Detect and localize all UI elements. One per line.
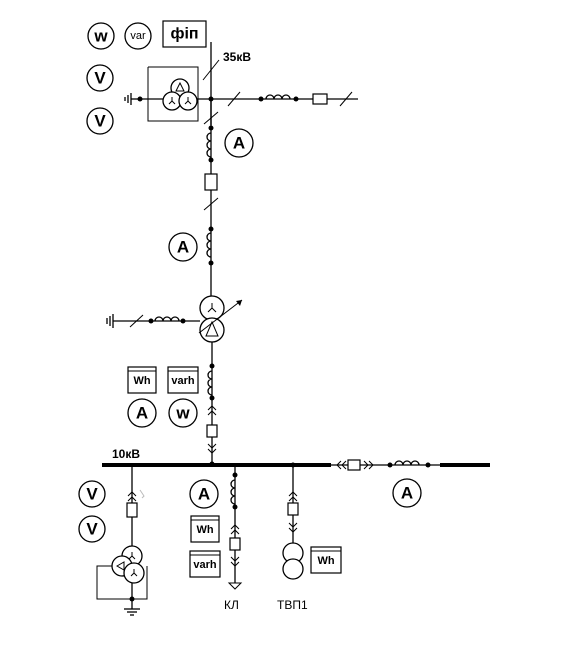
reactive-energy-label: varh: [171, 375, 195, 387]
voltmeter-10kv-2: V: [78, 515, 106, 543]
energy-meters-transformer: Wh varh A w: [127, 366, 199, 428]
phase-meter-35kv: фіп: [162, 20, 207, 48]
wattmeter-label: w: [175, 404, 190, 423]
ammeter-label: A: [177, 238, 189, 257]
wattmeter-transformer: w: [168, 398, 198, 428]
voltage-transformer-35kv: [124, 66, 211, 122]
ammeter-label: A: [198, 485, 210, 504]
feeder-35kv-main: [203, 99, 219, 325]
feeder-cable-line: КЛ: [224, 465, 243, 612]
ammeter-cable-line: A: [189, 479, 219, 509]
power-transformer: [106, 295, 243, 343]
aux-transformer-label: ТВП1: [277, 598, 308, 612]
bus-10kv: 10кВ: [102, 447, 490, 467]
active-energy-meter-2: Wh: [190, 515, 220, 543]
line-35kv-outgoing: [211, 91, 358, 107]
voltmeter-35kv-2: V: [86, 107, 114, 135]
bus-35kv-node: 35кВ: [202, 42, 251, 125]
feeder-aux-transformer: ТВП1: [277, 462, 308, 612]
active-energy-label: Wh: [196, 524, 213, 536]
ammeter-label: A: [233, 134, 245, 153]
feeder-10kv-right: [331, 459, 440, 471]
voltmeter-label: V: [86, 520, 98, 539]
wattmeter-35kv: w: [87, 22, 115, 50]
voltmeter-label: V: [94, 112, 106, 131]
ammeter-label: A: [136, 404, 148, 423]
varmeter-35kv: var: [124, 22, 152, 50]
voltmeter-35kv-1: V: [86, 64, 114, 92]
voltmeter-label: V: [86, 485, 98, 504]
meters-top-35kv: w var фіп V V: [86, 20, 207, 135]
ammeter-right-feeder: A: [392, 478, 422, 508]
reactive-energy-meter-1: varh: [167, 366, 199, 394]
active-energy-label: Wh: [317, 555, 334, 567]
reactive-energy-label: varh: [193, 559, 217, 571]
reactive-energy-meter-2: varh: [189, 550, 221, 578]
cable-line-label: КЛ: [224, 598, 239, 612]
ammeter-35kv-2: A: [168, 232, 198, 262]
ammeter-transformer: A: [127, 398, 157, 428]
wattmeter-label: w: [93, 27, 108, 46]
varmeter-label: var: [130, 30, 146, 42]
feeder-transformer-10kv: [206, 342, 218, 467]
voltmeter-label: V: [94, 69, 106, 88]
voltmeter-10kv-1: V: [78, 480, 106, 508]
voltage-10kv-label: 10кВ: [112, 447, 140, 461]
active-energy-label: Wh: [133, 375, 150, 387]
ammeter-label: A: [401, 484, 413, 503]
active-energy-meter-3: Wh: [310, 546, 342, 574]
active-energy-meter-1: Wh: [127, 366, 157, 394]
ammeter-35kv-1: A: [224, 128, 254, 158]
voltage-transformer-10kv: [96, 465, 148, 616]
meters-cable-line: A Wh varh: [189, 479, 221, 578]
phase-meter-label: фіп: [170, 26, 198, 43]
voltage-35kv-label: 35кВ: [223, 50, 251, 64]
